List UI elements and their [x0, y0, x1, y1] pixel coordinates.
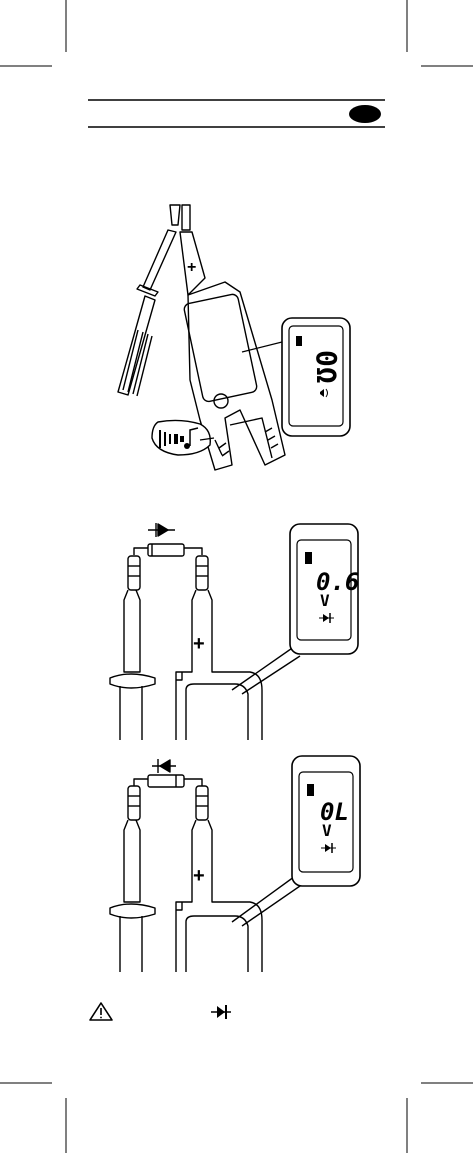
footer-note [0, 0, 473, 1040]
warning-icon [90, 1003, 112, 1020]
diode-icon [211, 1005, 231, 1019]
